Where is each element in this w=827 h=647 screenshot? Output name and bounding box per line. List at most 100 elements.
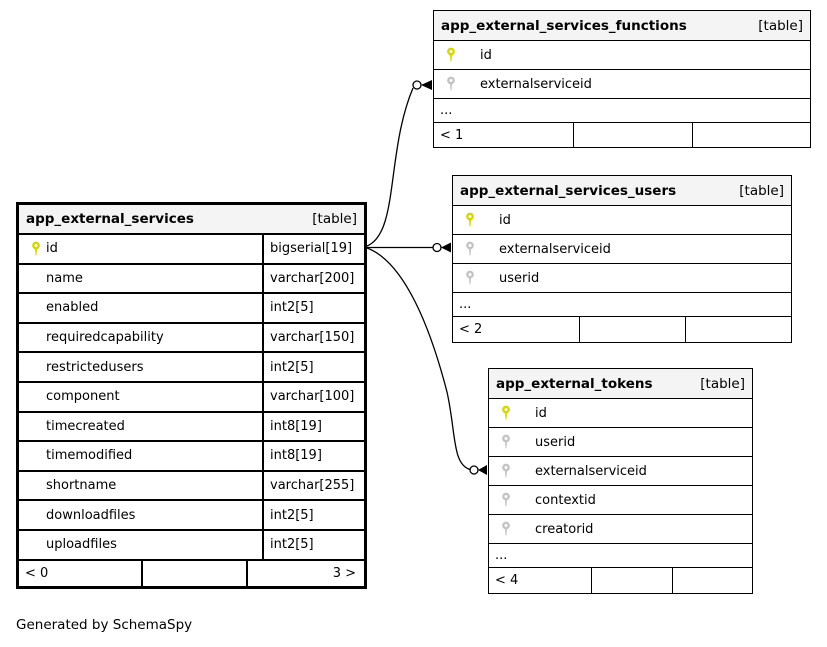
foreign-key-icon xyxy=(502,463,510,478)
column-type: int2[5] xyxy=(262,501,364,529)
fk-relationship-app_external_services_users.externalserviceid xyxy=(367,242,451,253)
crow-foot-arrowhead xyxy=(421,80,432,90)
more-columns-ellipsis: ... xyxy=(453,293,791,317)
column-type: bigserial[19] xyxy=(262,235,364,263)
column-name-cell: restrictedusers xyxy=(19,353,262,381)
column-row-externalserviceid: externalserviceid xyxy=(434,70,810,99)
column-name: contextid xyxy=(535,492,596,508)
crow-foot-arrowhead xyxy=(441,242,451,253)
column-name: id xyxy=(480,47,492,63)
more-columns-ellipsis: ... xyxy=(434,99,810,123)
column-row-downloadfiles: downloadfiles int2[5] xyxy=(19,501,364,531)
column-name: restrictedusers xyxy=(46,359,144,375)
zero-or-many-circle xyxy=(432,242,442,253)
table-header: app_external_tokens [table] xyxy=(489,369,752,399)
foreign-key-icon xyxy=(466,270,474,285)
column-name: id xyxy=(499,212,511,228)
footer-middle-cell xyxy=(579,317,686,342)
column-name-cell: downloadfiles xyxy=(19,501,262,529)
column-name-cell: component xyxy=(19,383,262,411)
table-header: app_external_services_functions [table] xyxy=(434,11,810,41)
relationship-line xyxy=(366,87,414,247)
column-name: name xyxy=(46,270,83,286)
table-type-tag: [table] xyxy=(758,17,803,34)
column-type: varchar[255] xyxy=(262,471,364,500)
table-footer: < 4 xyxy=(489,568,752,593)
column-type: int8[19] xyxy=(262,412,364,441)
column-name: timemodified xyxy=(46,448,133,464)
column-name-cell: name xyxy=(19,265,262,293)
column-row-externalserviceid: externalserviceid xyxy=(489,457,752,486)
footer-parents-count[interactable] xyxy=(686,317,791,342)
footer-parents-count[interactable]: 3 > xyxy=(332,565,356,581)
column-type: varchar[100] xyxy=(262,382,364,411)
footer-parents-count[interactable] xyxy=(693,123,810,147)
column-type: varchar[150] xyxy=(262,323,364,352)
footer-parents-count[interactable] xyxy=(673,568,752,593)
column-row-name: name varchar[200] xyxy=(19,264,364,295)
table-type-tag: [table] xyxy=(739,182,784,199)
table-footer: < 1 xyxy=(434,123,810,147)
column-name-cell: externalserviceid xyxy=(453,235,791,263)
table-type-tag: [table] xyxy=(700,375,745,392)
column-row-creatorid: creatorid xyxy=(489,515,752,544)
primary-key-icon xyxy=(466,212,474,227)
more-columns-ellipsis: ... xyxy=(489,544,752,568)
footer-children-count[interactable]: < 2 xyxy=(459,322,483,337)
foreign-key-icon xyxy=(466,241,474,256)
primary-key-icon xyxy=(32,241,40,256)
column-name: creatorid xyxy=(535,521,594,537)
column-name-cell: timecreated xyxy=(19,413,262,441)
foreign-key-icon xyxy=(502,434,510,449)
table-header: app_external_services_users [table] xyxy=(453,176,791,206)
table-app_external_services_users[interactable]: app_external_services_users [table] id exte… xyxy=(452,175,792,343)
column-row-restrictedusers: restrictedusers int2[5] xyxy=(19,353,364,383)
footer-middle-cell xyxy=(591,568,673,593)
table-app_external_services[interactable]: app_external_services[table]id bigserial[… xyxy=(16,202,367,589)
column-name: externalserviceid xyxy=(535,463,647,479)
table-header: app_external_services[table] xyxy=(19,205,364,235)
primary-key-icon xyxy=(447,47,455,62)
column-name-cell: externalserviceid xyxy=(489,457,752,485)
column-name-cell: id xyxy=(489,399,752,427)
column-name-cell: externalserviceid xyxy=(434,70,810,98)
generated-by-note: Generated by SchemaSpy xyxy=(16,617,193,633)
column-type: varchar[200] xyxy=(262,264,364,293)
footer-children-count[interactable]: < 1 xyxy=(440,127,464,143)
footer-children-count[interactable]: < 0 xyxy=(25,565,49,581)
column-name: id xyxy=(46,241,58,257)
table-name[interactable]: app_external_services xyxy=(26,211,194,227)
table-name[interactable]: app_external_services_users xyxy=(460,182,677,199)
column-name-cell: contextid xyxy=(489,486,752,514)
column-name: uploadfiles xyxy=(46,537,117,553)
column-name-cell: id xyxy=(434,41,810,69)
foreign-key-icon xyxy=(447,76,455,91)
zero-or-many-circle xyxy=(412,80,422,90)
footer-children-count[interactable]: < 4 xyxy=(495,573,519,588)
column-name-cell: uploadfiles xyxy=(19,531,262,559)
column-row-contextid: contextid xyxy=(489,486,752,515)
column-name: id xyxy=(535,405,547,421)
column-row-id: id xyxy=(434,41,810,70)
column-name: downloadfiles xyxy=(46,507,136,523)
column-name-cell: timemodified xyxy=(19,442,262,470)
column-row-id: id bigserial[19] xyxy=(19,235,364,265)
crow-foot-arrowhead xyxy=(478,465,487,475)
column-row-id: id xyxy=(453,206,791,235)
column-row-externalserviceid: externalserviceid xyxy=(453,235,791,264)
column-name: externalserviceid xyxy=(480,76,592,92)
column-type: int2[5] xyxy=(262,353,364,381)
column-name: component xyxy=(46,389,120,405)
table-name[interactable]: app_external_services_functions xyxy=(441,17,687,34)
column-name: externalserviceid xyxy=(499,241,611,257)
table-name[interactable]: app_external_tokens xyxy=(496,375,653,392)
table-app_external_services_functions[interactable]: app_external_services_functions [table] id… xyxy=(433,10,811,148)
footer-middle-cell xyxy=(573,123,693,147)
zero-or-many-circle xyxy=(469,465,479,475)
